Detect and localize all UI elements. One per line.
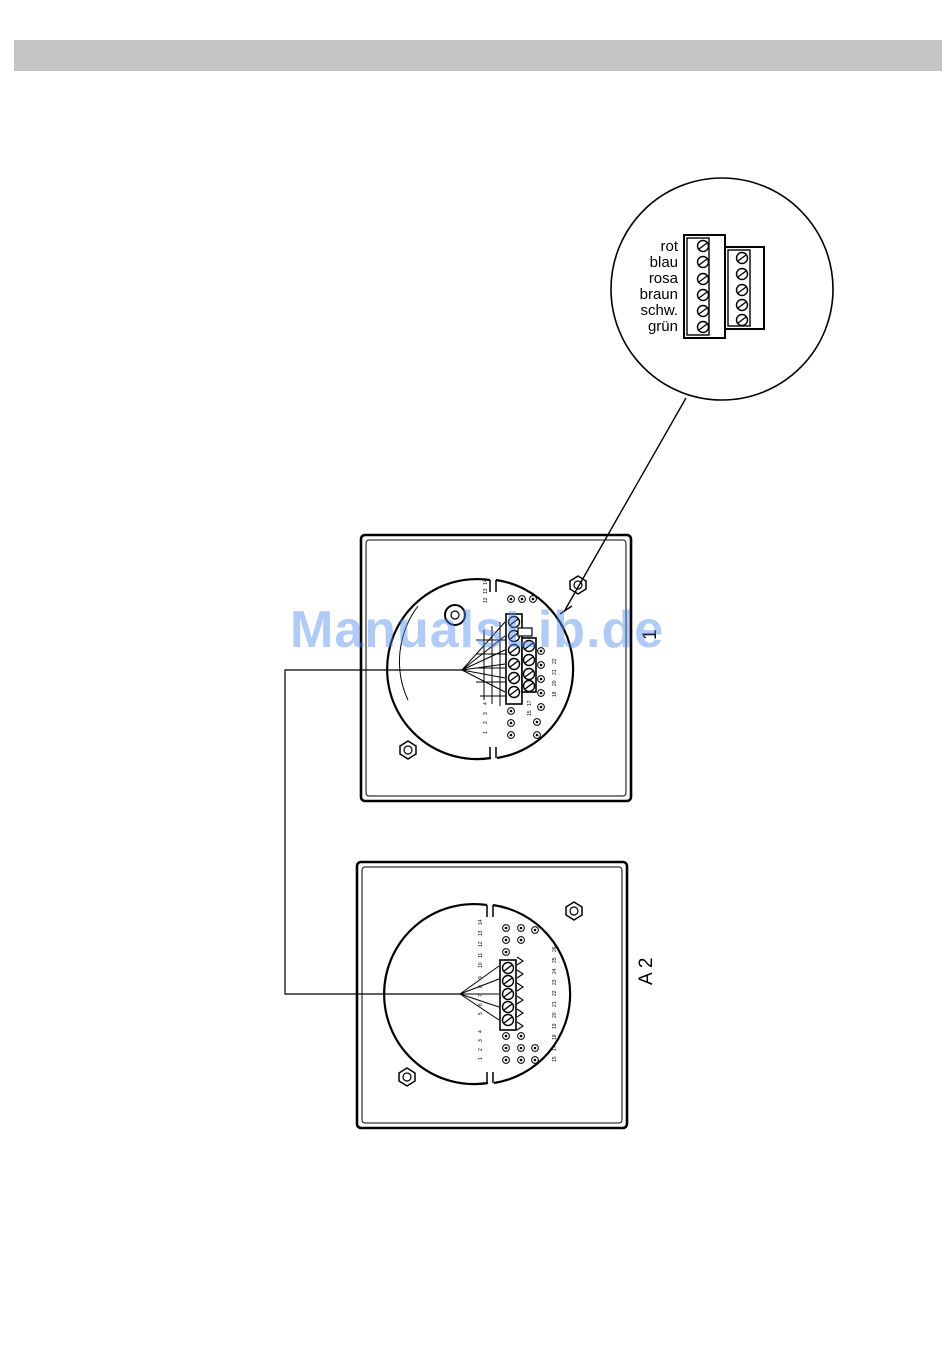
svg-text:17: 17 xyxy=(527,700,533,706)
detail-view: rot blau rosa braun schw. grün xyxy=(611,178,833,400)
svg-text:22: 22 xyxy=(552,990,558,996)
svg-text:18: 18 xyxy=(552,1034,558,1040)
svg-text:15: 15 xyxy=(552,1056,558,1062)
wire-label-green: grün xyxy=(648,318,678,335)
unit-a2: 1 2 3 4 5 6 7 8 9 10 11 12 13 14 15 17 1… xyxy=(357,862,657,1128)
svg-text:2: 2 xyxy=(478,1048,484,1051)
a2-nut-right-icon xyxy=(566,902,582,920)
svg-text:17: 17 xyxy=(552,1045,558,1051)
svg-text:18: 18 xyxy=(552,691,558,697)
svg-text:11: 11 xyxy=(478,953,484,958)
watermark: ManualsLib.de xyxy=(290,600,670,660)
wire-label-blue: blau xyxy=(650,254,678,271)
svg-text:21: 21 xyxy=(552,669,558,675)
a2-nut-bottom-icon xyxy=(399,1068,415,1086)
svg-text:25: 25 xyxy=(552,957,558,963)
svg-text:1: 1 xyxy=(483,731,489,734)
svg-text:5: 5 xyxy=(478,1012,484,1015)
wire-label-black: schw. xyxy=(640,302,678,319)
svg-text:2: 2 xyxy=(483,721,489,724)
svg-text:24: 24 xyxy=(552,968,558,974)
a1-nut-bottom-icon xyxy=(400,741,416,759)
connecting-cable xyxy=(285,670,462,994)
unit-a1: 1 2 3 4 12 13 14 15 17 18 20 21 22 1 xyxy=(361,535,661,801)
a2-plate-outer xyxy=(357,862,627,1128)
svg-text:14: 14 xyxy=(483,579,489,585)
svg-text:15: 15 xyxy=(527,710,533,716)
svg-text:13: 13 xyxy=(483,588,489,594)
wire-label-red: rot xyxy=(660,238,678,255)
svg-text:4: 4 xyxy=(483,702,489,705)
svg-text:23: 23 xyxy=(552,979,558,985)
svg-text:4: 4 xyxy=(478,1030,484,1033)
svg-text:3: 3 xyxy=(483,712,489,715)
svg-text:21: 21 xyxy=(552,1001,558,1007)
svg-text:20: 20 xyxy=(552,1012,558,1018)
svg-text:1: 1 xyxy=(478,1057,484,1060)
svg-text:10: 10 xyxy=(478,962,484,968)
wire-label-pink: rosa xyxy=(649,270,679,287)
svg-text:6: 6 xyxy=(478,1003,484,1006)
a2-plate-inner xyxy=(362,867,622,1123)
svg-text:14: 14 xyxy=(478,919,484,925)
svg-text:20: 20 xyxy=(552,680,558,686)
svg-text:19: 19 xyxy=(552,1023,558,1029)
a2-label: A 2 xyxy=(636,958,657,985)
svg-text:12: 12 xyxy=(478,941,484,947)
svg-text:26: 26 xyxy=(552,946,558,952)
svg-text:13: 13 xyxy=(478,930,484,936)
svg-text:3: 3 xyxy=(478,1039,484,1042)
wire-label-brown: braun xyxy=(640,286,678,303)
